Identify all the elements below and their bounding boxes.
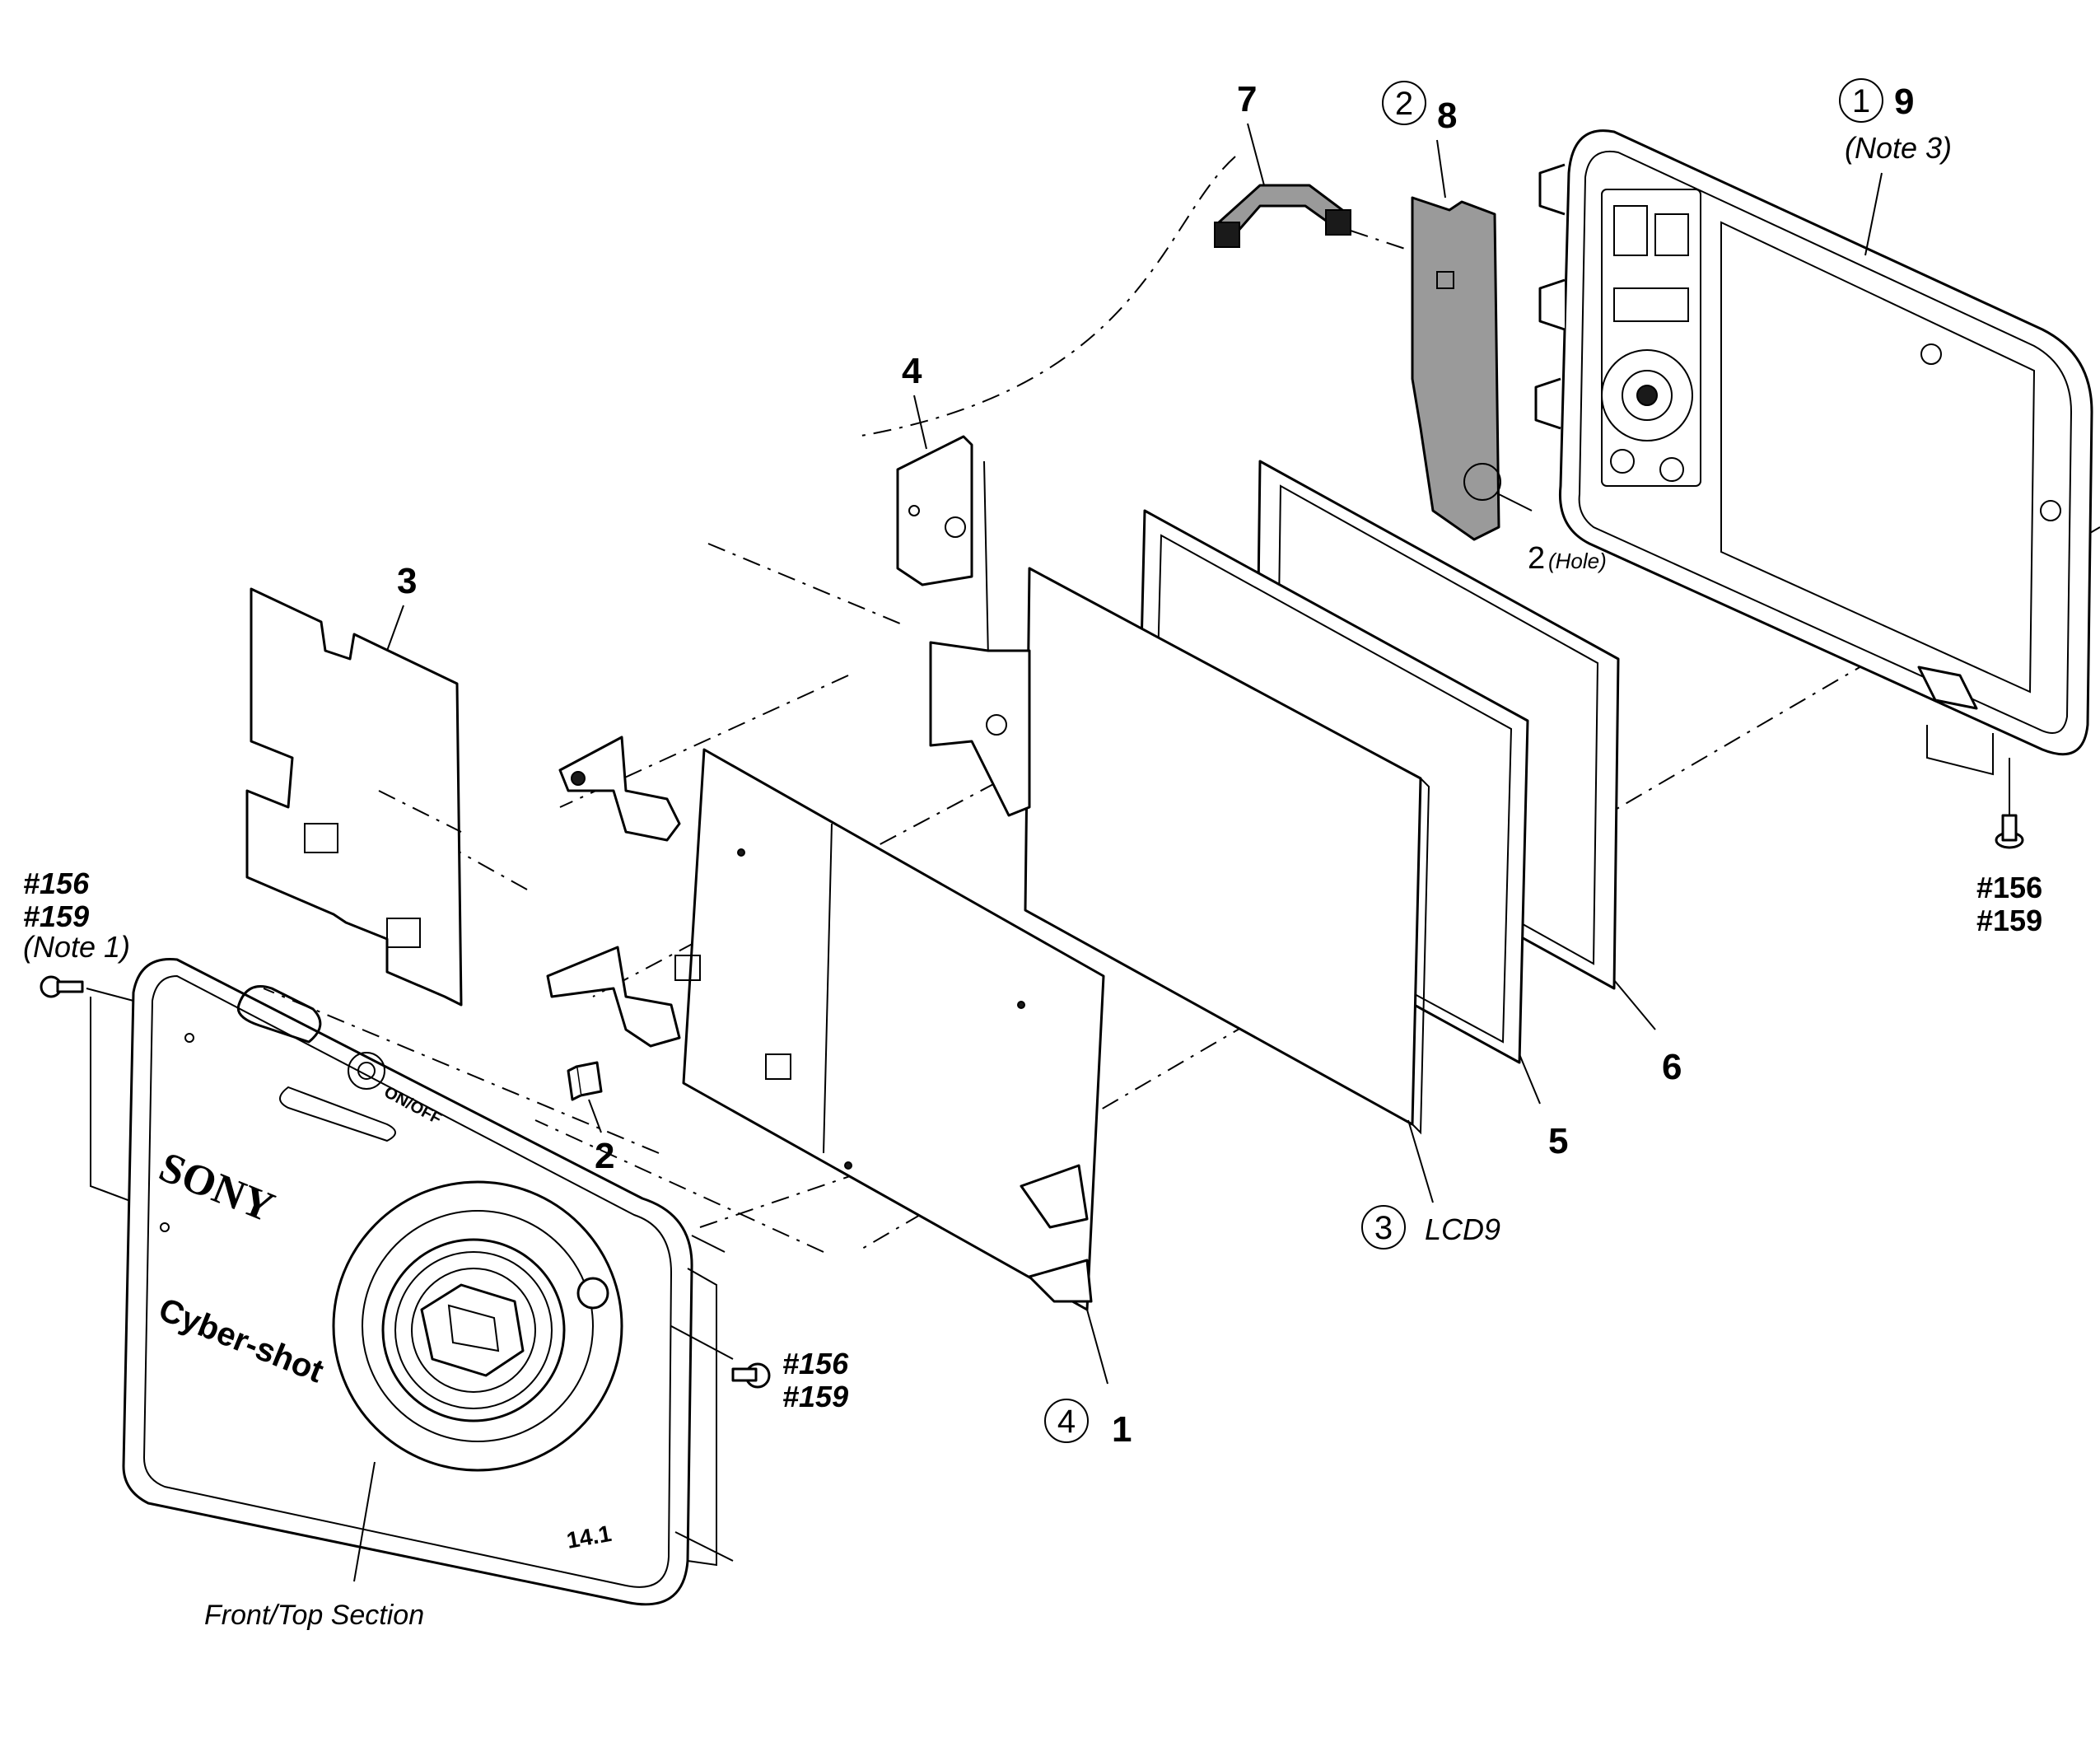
section-label: Front/Top Section [204,1461,424,1631]
screw-front: #156 #159 [670,1325,849,1562]
part-4-callout: 4 [902,351,927,450]
lcd-callout: 3 LCD9 [1361,1119,1500,1250]
svg-text:7: 7 [1237,79,1257,119]
svg-text:3: 3 [397,561,417,601]
svg-text:2: 2 [1395,86,1413,122]
part-3-shield [245,587,463,1007]
part-2-callout: 2 [588,1099,614,1176]
camera-front-body: ON/OFF SONY Cyber-shot 14.1 [122,958,726,1606]
part-5-callout: 5 [1519,1053,1568,1161]
part-2-block [567,1061,603,1101]
part-4-bracket [896,435,1031,817]
svg-text:4: 4 [902,351,922,391]
svg-text:#159: #159 [782,1380,848,1413]
part-rear-cabinet [1534,129,2093,776]
svg-text:1: 1 [1852,83,1870,119]
part-1-main-frame [546,736,1105,1311]
svg-text:1: 1 [1112,1409,1132,1450]
svg-text:3: 3 [1374,1210,1393,1246]
part-7-cable [1214,184,1351,248]
svg-text:(Note 1): (Note 1) [23,930,130,964]
svg-text:#159: #159 [23,899,89,933]
svg-text:(Hole): (Hole) [1548,549,1607,573]
svg-text:#156: #156 [23,866,90,900]
svg-text:#156: #156 [782,1347,849,1380]
part-8-callout: 2 8 2 (Hole) [1382,81,1607,576]
part-1-callout: 4 1 [1044,1309,1132,1450]
svg-text:2: 2 [1528,541,1545,576]
screw-right: #156 #159 [1976,758,2042,937]
svg-text:LCD9: LCD9 [1425,1212,1500,1246]
part-6-callout: 6 [1613,979,1682,1087]
svg-text:8: 8 [1437,96,1457,136]
svg-text:4: 4 [1057,1404,1076,1440]
svg-text:2: 2 [595,1136,614,1176]
svg-text:(Note 3): (Note 3) [1845,131,1952,165]
part-7-callout: 7 [1237,79,1265,186]
svg-text:5: 5 [1548,1121,1568,1161]
part-8-cover [1411,196,1501,541]
svg-text:6: 6 [1662,1047,1682,1087]
part-9-callout: 1 9 (Note 3) [1839,78,1952,256]
svg-text:#159: #159 [1976,904,2042,937]
svg-text:#156: #156 [1976,871,2042,904]
part-3-callout: 3 [386,561,417,652]
svg-text:Front/Top Section: Front/Top Section [204,1600,424,1631]
svg-text:9: 9 [1894,82,1914,122]
